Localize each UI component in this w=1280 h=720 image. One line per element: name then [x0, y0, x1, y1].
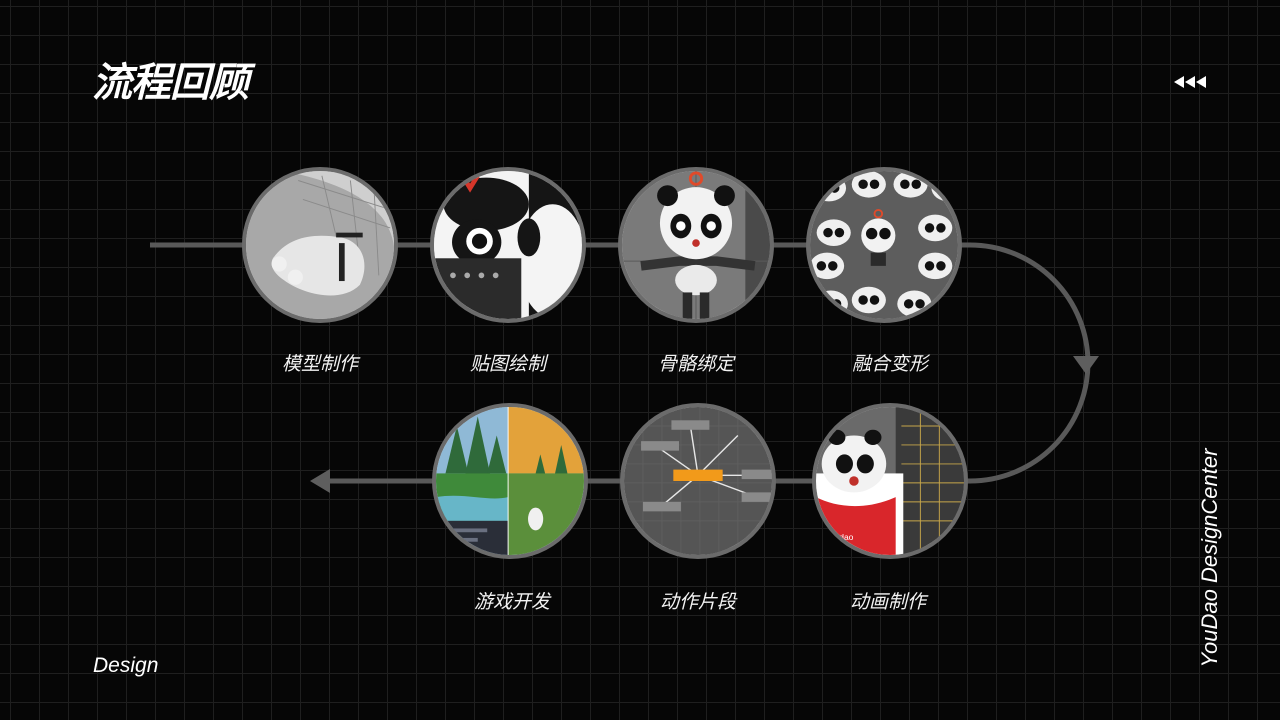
step-thumbnail-texturing[interactable]	[430, 167, 586, 323]
left-arrow-icon	[310, 469, 330, 493]
step-label-game-dev: 游戏开发	[473, 591, 550, 613]
page-title: 流程回顾	[92, 60, 249, 106]
footer-design-label: Design	[93, 654, 159, 677]
step-label-rigging: 骨骼绑定	[657, 353, 734, 375]
step-label-animation: 动画制作	[849, 591, 926, 613]
step-thumbnail-rigging[interactable]	[618, 167, 774, 323]
step-thumbnail-animation[interactable]: youdao	[812, 403, 968, 559]
step-label-blendshape: 融合变形	[851, 353, 928, 375]
down-arrow-icon	[1073, 356, 1099, 374]
step-thumbnail-blendshape[interactable]	[806, 167, 962, 323]
triple-left-arrow-icon[interactable]	[1174, 74, 1210, 90]
step-label-modeling: 模型制作	[281, 353, 358, 375]
step-thumbnail-game-dev[interactable]	[432, 403, 588, 559]
step-thumbnail-modeling[interactable]	[242, 167, 398, 323]
vertical-brand-text: YouDao DesignCenter	[1197, 448, 1222, 668]
step-label-texturing: 贴图绘制	[469, 353, 546, 375]
step-label-motion-clips: 动作片段	[659, 591, 736, 613]
step-thumbnail-motion-clips[interactable]	[620, 403, 776, 559]
